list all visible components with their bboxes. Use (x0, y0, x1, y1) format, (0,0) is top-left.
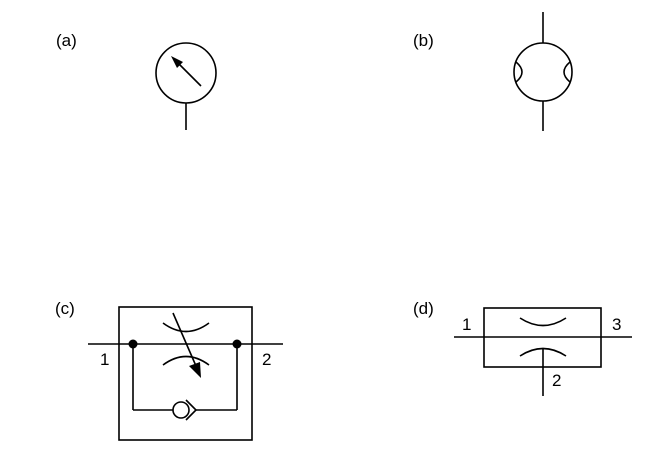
flow-meter-left-arc (515, 61, 523, 83)
panel-a: (a) (56, 31, 217, 130)
flow-divider-symbol: 1 3 2 (454, 307, 632, 396)
panel-d: (d) 1 3 2 (413, 299, 632, 396)
port-label-2: 2 (552, 371, 561, 390)
port-label-1: 1 (100, 350, 109, 369)
panel-c: (c) 1 2 (55, 299, 283, 441)
throttle-upper-arc (162, 322, 210, 333)
gauge-needle-arrowhead (171, 56, 183, 68)
check-valve-ball (172, 401, 190, 419)
gauge-needle (177, 62, 202, 87)
panel-b-label: (b) (413, 31, 434, 50)
flow-meter-right-arc (563, 61, 571, 83)
panel-b: (b) (413, 12, 573, 131)
check-throttle-valve-symbol: 1 2 (88, 306, 283, 441)
pressure-gauge-symbol (155, 42, 217, 130)
check-valve-seat (185, 399, 198, 421)
flow-meter-symbol (513, 12, 573, 131)
port-label-1: 1 (462, 315, 471, 334)
panel-c-label: (c) (55, 299, 75, 318)
valve-enclosure (118, 306, 253, 441)
panel-a-label: (a) (56, 31, 77, 50)
adjustable-arrow-shaft (172, 312, 197, 367)
gauge-circle (155, 42, 217, 104)
throttle-lower-arc (162, 355, 210, 366)
port-label-3: 3 (612, 315, 621, 334)
panel-d-label: (d) (413, 299, 434, 318)
adjustable-arrow-head (189, 362, 201, 378)
divider-upper-orifice (519, 317, 567, 327)
port-label-2: 2 (262, 350, 271, 369)
